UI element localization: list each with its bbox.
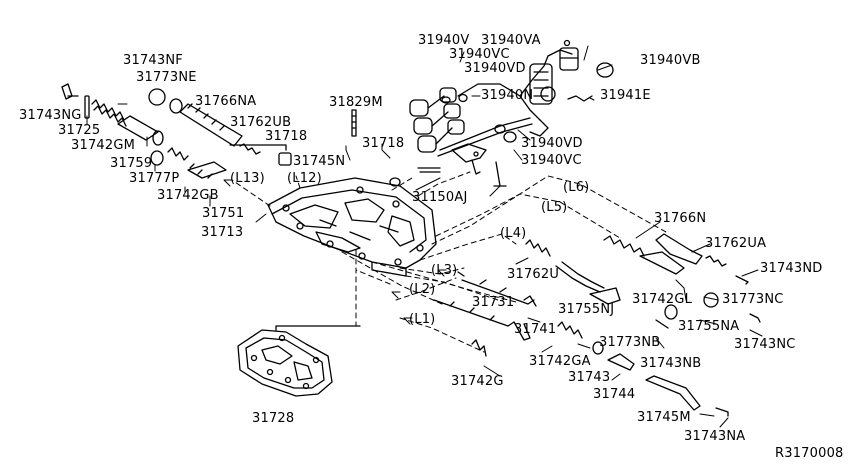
label-L4: (L4): [500, 226, 527, 241]
label-31743ND: 31743ND: [760, 261, 823, 276]
label-31742G: 31742G: [451, 374, 504, 389]
label-31743: 31743: [568, 370, 611, 385]
label-L1: (L1): [409, 312, 436, 327]
label-31751: 31751: [202, 206, 245, 221]
solenoid-assembly: [409, 39, 614, 157]
label-31940VD-top: 31940VD: [464, 61, 526, 76]
label-31745N: 31745N: [293, 154, 346, 169]
label-31744: 31744: [593, 387, 636, 402]
label-31762U: 31762U: [507, 267, 560, 282]
label-31743NC: 31743NC: [734, 337, 796, 352]
label-31718-left: 31718: [265, 129, 308, 144]
separator-plate: [237, 325, 361, 397]
right-side-parts: [433, 233, 761, 417]
control-valve-body: [267, 177, 437, 277]
label-31759: 31759: [110, 156, 153, 171]
left-upper-parts: [61, 83, 401, 187]
label-L12: (L12): [287, 171, 322, 186]
bracket: [417, 143, 507, 187]
label-31742GM: 31742GM: [71, 138, 136, 153]
label-31731: 31731: [472, 295, 515, 310]
label-31829M: 31829M: [329, 95, 383, 110]
label-31940VC-top: 31940VC: [449, 47, 510, 62]
label-31773NB: 31773NB: [599, 335, 661, 350]
label-31725: 31725: [58, 123, 101, 138]
label-31743NF: 31743NF: [123, 53, 183, 68]
label-L5: (L5): [541, 200, 568, 215]
label-31773NC: 31773NC: [722, 292, 784, 307]
label-L2: (L2): [409, 282, 436, 297]
label-31940VC-bottom: 31940VC: [521, 153, 582, 168]
label-31762UA: 31762UA: [705, 236, 767, 251]
label-31743NB: 31743NB: [640, 356, 702, 371]
label-31713: 31713: [201, 225, 244, 240]
label-L3: (L3): [431, 263, 458, 278]
label-31766N: 31766N: [654, 211, 707, 226]
label-31741: 31741: [514, 322, 557, 337]
label-31742GA: 31742GA: [529, 354, 591, 369]
label-31777P: 31777P: [129, 171, 180, 186]
l-arrows: [223, 179, 447, 325]
label-31941E: 31941E: [600, 88, 651, 103]
label-31773NE: 31773NE: [136, 70, 197, 85]
label-31766NA: 31766NA: [195, 94, 257, 109]
label-31150AJ: 31150AJ: [412, 190, 468, 205]
label-31762UB: 31762UB: [230, 115, 292, 130]
dashed-lines: [231, 171, 667, 353]
label-L6: (L6): [563, 180, 590, 195]
label-31940VD-bottom: 31940VD: [521, 136, 583, 151]
leader-lines: [86, 45, 763, 428]
label-31743NG: 31743NG: [19, 108, 82, 123]
label-31742GB: 31742GB: [157, 188, 219, 203]
label-31940N: 31940N: [481, 88, 534, 103]
label-L13: (L13): [230, 171, 265, 186]
label-31755NJ: 31755NJ: [558, 302, 615, 317]
label-31742GL: 31742GL: [632, 292, 693, 307]
label-31755NA: 31755NA: [678, 319, 740, 334]
label-31745M: 31745M: [637, 410, 691, 425]
label-31940VB: 31940VB: [640, 53, 701, 68]
label-31728: 31728: [252, 411, 295, 426]
label-31940V: 31940V: [418, 33, 470, 48]
label-31743NA: 31743NA: [684, 429, 746, 444]
label-31718-right: 31718: [362, 136, 405, 151]
reference-code: R3170008: [775, 446, 844, 461]
label-31940VA: 31940VA: [481, 33, 541, 48]
